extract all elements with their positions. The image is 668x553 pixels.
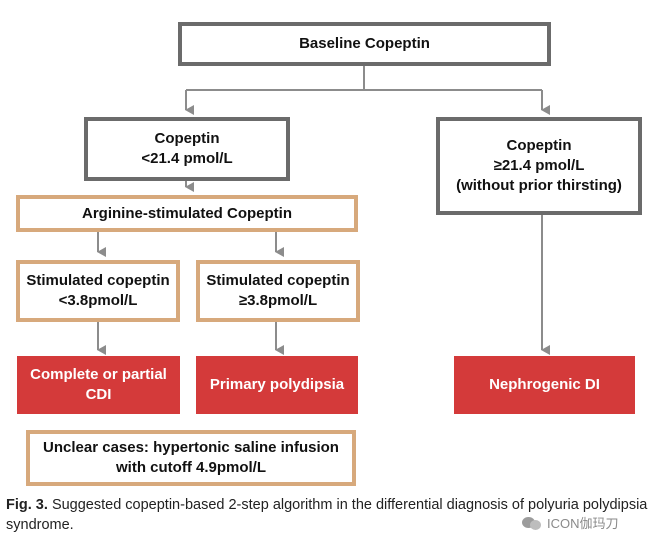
copeptin-low-threshold: <21.4 pmol/L	[141, 150, 233, 167]
stimulated-high-box: Stimulated copeptin ≥3.8pmol/L	[196, 260, 360, 322]
cdi-outcome-line2: CDI	[85, 386, 112, 403]
nephrogenic-di-box: Nephrogenic DI	[454, 356, 635, 414]
cdi-outcome-line1: Complete or partial	[30, 366, 167, 383]
copeptin-high-threshold: ≥21.4 pmol/L	[493, 157, 585, 174]
copeptin-high-note: (without prior thirsting)	[456, 177, 622, 194]
stimulated-low-box: Stimulated copeptin <3.8pmol/L	[16, 260, 180, 322]
wechat-icon	[522, 515, 542, 531]
figure-caption: Fig. 3. Suggested copeptin-based 2-step …	[6, 495, 666, 535]
unclear-cases-line2: with cutoff 4.9pmol/L	[116, 459, 266, 476]
stimulated-high-threshold: ≥3.8pmol/L	[238, 292, 318, 309]
baseline-copeptin-box: Baseline Copeptin	[178, 22, 551, 66]
copeptin-high-box: Copeptin ≥21.4 pmol/L (without prior thi…	[436, 117, 642, 215]
nephrogenic-di-label: Nephrogenic DI	[489, 376, 600, 393]
arginine-stimulated-box: Arginine-stimulated Copeptin	[16, 195, 358, 232]
unclear-cases-line1: Unclear cases: hypertonic saline infusio…	[43, 439, 339, 456]
stimulated-high-title: Stimulated copeptin	[206, 272, 350, 289]
copeptin-low-title: Copeptin	[154, 130, 220, 147]
unclear-cases-box: Unclear cases: hypertonic saline infusio…	[26, 430, 356, 486]
watermark: ICON伽玛刀	[522, 513, 619, 532]
stimulated-low-title: Stimulated copeptin	[26, 272, 170, 289]
baseline-copeptin-label: Baseline Copeptin	[299, 35, 430, 52]
copeptin-high-title: Copeptin	[506, 137, 572, 154]
watermark-text: ICON伽玛刀	[547, 516, 619, 531]
stimulated-low-threshold: <3.8pmol/L	[58, 292, 138, 309]
figure-caption-text: Suggested copeptin-based 2-step algorith…	[6, 497, 648, 533]
cdi-outcome-box: Complete or partial CDI	[17, 356, 180, 414]
primary-polydipsia-label: Primary polydipsia	[209, 376, 345, 393]
primary-polydipsia-box: Primary polydipsia	[196, 356, 358, 414]
arginine-stimulated-label: Arginine-stimulated Copeptin	[82, 204, 292, 222]
figure-caption-label: Fig. 3.	[6, 497, 48, 513]
copeptin-low-box: Copeptin <21.4 pmol/L	[84, 117, 290, 181]
